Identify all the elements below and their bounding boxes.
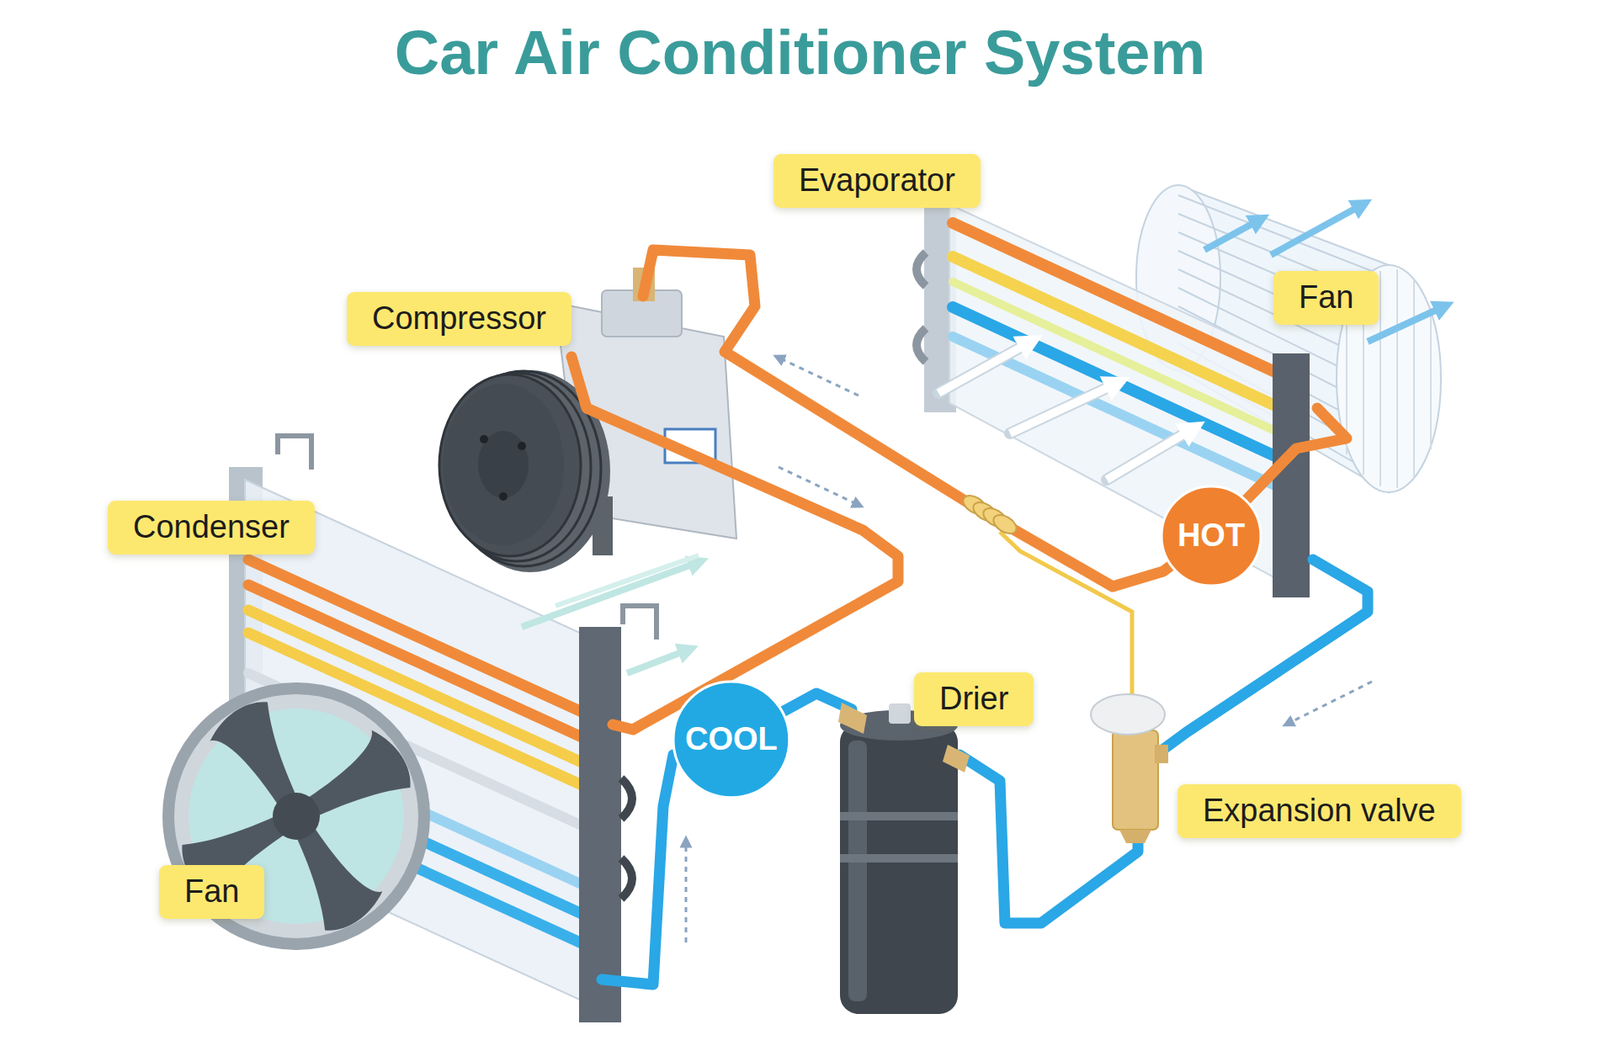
cold-air-arrow [1367,306,1445,342]
airflow-arrows [938,204,1445,480]
arrow-shadow [1009,382,1118,434]
label-text: Fan [184,872,240,912]
bolt [479,435,489,444]
drier-highlight [848,740,867,1002]
refrigerant-pipes [571,249,1368,985]
fan-blades [170,691,423,943]
grille-line [1429,308,1432,450]
label-text: Expansion valve [1202,792,1436,831]
drier-band [839,812,958,821]
valve-fitting [1154,744,1169,764]
liquid-line [601,693,852,985]
sensing-bulb [960,491,1021,537]
refrigerant-tube [952,307,1288,463]
valve-body [1112,730,1159,830]
fan-hub [272,792,320,840]
badge-text: COOL [685,720,778,760]
airflow-arrow [555,555,699,606]
evaporator-inlet-line [1158,559,1368,754]
part-label: Fan [159,865,265,920]
sight-glass [888,703,911,724]
return-bend [621,778,633,819]
grille-line [1396,269,1399,489]
part-label: Drier [914,672,1034,727]
valve-outlet [1119,829,1152,844]
valve-diaphragm [1090,694,1165,735]
part-label: Evaporator [773,154,981,208]
expansion-valve [1090,694,1169,844]
return-bend [621,858,633,899]
label-text: Compressor [372,299,547,339]
grille-line [1413,279,1415,479]
airflow-arrow [1106,428,1194,480]
suction-line [643,249,1347,587]
part-label: Fan [1273,271,1379,325]
bulb-coil [990,510,1021,537]
grille-line [1379,271,1382,487]
pulley-face [442,383,564,546]
label-text: Evaporator [798,161,956,201]
badge-text: HOT [1177,516,1245,556]
temperature-badge: HOT [1159,484,1263,588]
mounting-bracket [622,605,657,640]
diagram-title: Car Air Conditioner System [0,18,1600,87]
drier [838,702,970,1015]
bolt [499,492,508,501]
flow-hints [685,357,1372,943]
bolt [517,441,527,451]
label-text: Condenser [132,508,290,548]
flow-arrow [778,357,859,396]
airflow-arrow [521,562,699,628]
return-bend [916,252,926,287]
drier-body [839,723,958,1015]
part-label: Condenser [107,500,315,555]
evaporator-core [949,204,1292,587]
arrow-shadow [1106,428,1194,480]
flow-arrow [1287,681,1372,724]
flow-arrow [685,841,688,943]
part-label: Expansion valve [1177,784,1462,839]
airflow-arrow [1009,382,1118,434]
pulley-groove [439,374,581,557]
return-bend [916,328,926,362]
cold-air-arrow [1270,204,1363,256]
badge-fill [1161,486,1261,586]
flow-arrow [778,467,859,505]
label-text: Fan [1298,278,1354,318]
label-text: Drier [939,680,1009,719]
pulley-hub [478,430,529,499]
evaporator [916,186,1445,598]
part-label: Compressor [346,292,572,346]
pipe-fitting [838,702,867,734]
fan-shroud [168,688,425,945]
condenser-frame [579,627,622,1023]
cold-air-arrow [1204,219,1260,250]
evaporator-frame [1272,353,1310,598]
liquid-line [959,754,1138,924]
discharge-line [571,356,899,730]
badge-fill [673,681,790,798]
drier-band [839,854,958,863]
temperature-badge: COOL [671,680,792,800]
airflow-arrow [938,341,1032,394]
pipe-fitting [942,744,970,773]
condenser-fan [168,688,425,945]
arrow-shadow [938,341,1032,394]
airflow-arrow [627,649,689,674]
mounting-bracket [277,435,312,470]
